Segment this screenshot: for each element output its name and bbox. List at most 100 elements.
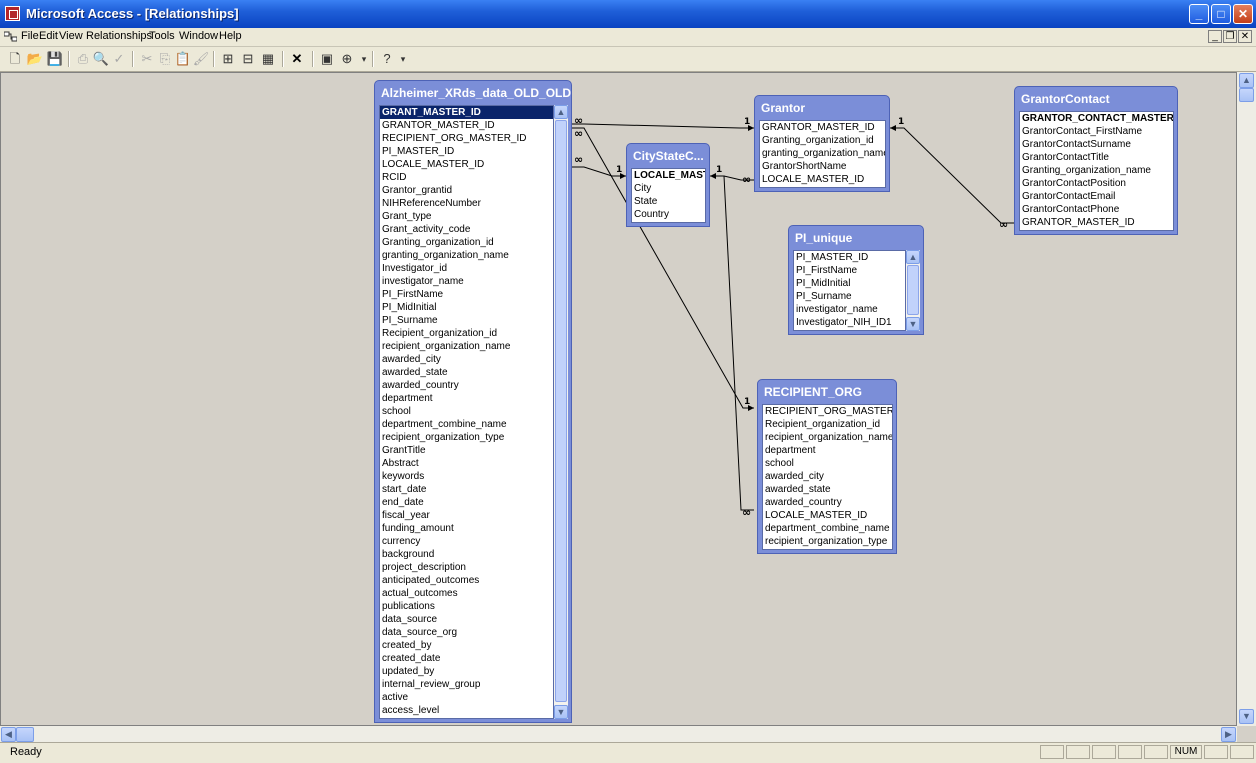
field-item[interactable]: created_date bbox=[382, 653, 441, 664]
field-item[interactable]: school bbox=[382, 406, 411, 417]
field-item[interactable]: GRANTOR_MASTER_ID bbox=[382, 120, 495, 131]
field-item[interactable]: RECIPIENT_ORG_MASTER_ID bbox=[382, 133, 527, 144]
field-list[interactable]: RECIPIENT_ORG_MASTER_ID Recipient_organiz… bbox=[762, 404, 893, 550]
table-scrollbar[interactable]: ▲ ▼ bbox=[554, 105, 568, 719]
field-item[interactable]: Recipient_organization_id bbox=[765, 419, 881, 430]
copy-icon[interactable]: ⎘ bbox=[159, 51, 171, 66]
field-item[interactable]: actual_outcomes bbox=[382, 588, 458, 599]
spelling-icon[interactable]: ✓ bbox=[113, 51, 125, 66]
field-item[interactable]: investigator_name bbox=[382, 276, 464, 287]
scroll-down-icon[interactable]: ▼ bbox=[554, 705, 568, 719]
field-item[interactable]: background bbox=[382, 549, 435, 560]
field-item[interactable]: granting_organization_name bbox=[762, 148, 886, 159]
field-item[interactable]: PI_Surname bbox=[382, 315, 438, 326]
field-item[interactable]: GrantorContactPosition bbox=[1022, 178, 1126, 189]
field-item[interactable]: LOCALE_MASTER_ID bbox=[765, 510, 868, 521]
print-icon[interactable]: ⎙ bbox=[77, 51, 89, 66]
field-item[interactable]: school bbox=[765, 458, 794, 469]
print-preview-icon[interactable]: 🔍 bbox=[92, 51, 110, 66]
field-item[interactable]: GrantorContactEmail bbox=[1022, 191, 1116, 202]
format-painter-icon[interactable]: 🖌 bbox=[192, 51, 210, 66]
table-title[interactable]: GrantorContact bbox=[1021, 92, 1110, 106]
scroll-thumb[interactable] bbox=[555, 120, 567, 702]
close-button[interactable]: ✕ bbox=[1233, 4, 1253, 24]
field-item[interactable]: department bbox=[382, 393, 433, 404]
scroll-down-icon[interactable]: ▼ bbox=[906, 317, 920, 331]
scroll-up-icon[interactable]: ▲ bbox=[906, 250, 920, 264]
delete-icon[interactable]: ✕ bbox=[291, 51, 303, 66]
relation-line-grant-locale[interactable] bbox=[572, 166, 626, 177]
scroll-thumb[interactable] bbox=[1239, 88, 1254, 102]
field-item[interactable]: Investigator_NIH_ID1 bbox=[796, 317, 892, 328]
field-item[interactable]: awarded_country bbox=[382, 380, 459, 391]
menu-tools[interactable]: Tools bbox=[149, 30, 175, 42]
field-item[interactable]: access_level bbox=[382, 705, 440, 716]
table-title[interactable]: CityStateC... bbox=[633, 149, 704, 163]
field-item[interactable]: Recipient_organization_id bbox=[382, 328, 498, 339]
maximize-button[interactable]: □ bbox=[1211, 4, 1231, 24]
table-title[interactable]: Alzheimer_XRds_data_OLD_OLD bbox=[381, 86, 571, 100]
field-item[interactable]: Abstract bbox=[382, 458, 419, 469]
field-item[interactable]: Grant_activity_code bbox=[382, 224, 471, 235]
canvas-vertical-scrollbar[interactable]: ▲ ▼ bbox=[1237, 72, 1256, 726]
field-item[interactable]: GRANT_MASTER_ID bbox=[380, 106, 553, 119]
table-scrollbar[interactable]: ▲ ▼ bbox=[906, 250, 920, 331]
scroll-up-icon[interactable]: ▲ bbox=[554, 105, 568, 119]
field-item[interactable]: RECIPIENT_ORG_MASTER_ID bbox=[765, 406, 893, 417]
table-recipient-org[interactable]: RECIPIENT_ORG RECIPIENT_ORG_MASTER_ID Rec… bbox=[757, 379, 897, 554]
field-item[interactable]: project_description bbox=[382, 562, 466, 573]
field-item[interactable]: Grant_type bbox=[382, 211, 432, 222]
field-item[interactable]: LOCALE_MASTER_ID bbox=[382, 159, 485, 170]
help-icon[interactable]: ? bbox=[383, 51, 391, 66]
field-item[interactable]: anticipated_outcomes bbox=[382, 575, 480, 586]
field-item[interactable]: end_date bbox=[382, 497, 424, 508]
field-item[interactable]: GrantorContact_FirstName bbox=[1022, 126, 1143, 137]
field-item[interactable]: granting_organization_name bbox=[382, 250, 509, 261]
scroll-up-icon[interactable]: ▲ bbox=[1239, 73, 1254, 88]
field-item[interactable]: RCID bbox=[382, 172, 407, 183]
new-icon[interactable]: 🗋 bbox=[9, 51, 21, 66]
field-item[interactable]: Country bbox=[634, 209, 670, 220]
menu-relationships[interactable]: Relationships bbox=[86, 30, 153, 42]
toolbar-options-icon[interactable]: ▾ bbox=[400, 54, 406, 64]
table-alzheimer-xrds[interactable]: Alzheimer_XRds_data_OLD_OLD GRANT_MASTER… bbox=[374, 80, 572, 723]
save-icon[interactable]: 💾 bbox=[46, 51, 64, 66]
relation-line-contact-grantor[interactable] bbox=[890, 127, 1014, 224]
menu-help[interactable]: Help bbox=[219, 30, 242, 42]
field-item[interactable]: Grantor_grantid bbox=[382, 185, 453, 196]
scroll-thumb[interactable] bbox=[16, 727, 34, 742]
field-item[interactable]: start_date bbox=[382, 484, 427, 495]
field-item[interactable]: GrantorContactTitle bbox=[1022, 152, 1109, 163]
database-window-icon[interactable]: ▣ bbox=[320, 51, 334, 66]
field-item[interactable]: updated_by bbox=[382, 666, 435, 677]
relationships-doc-icon[interactable] bbox=[4, 31, 17, 42]
field-item[interactable]: department bbox=[765, 445, 816, 456]
field-item[interactable]: department_combine_name bbox=[765, 523, 890, 534]
field-item[interactable]: LOCALE_MASTER_ID bbox=[762, 174, 865, 185]
field-item[interactable]: NIHReferenceNumber bbox=[382, 198, 481, 209]
field-item[interactable]: publications bbox=[382, 601, 435, 612]
field-item[interactable]: City bbox=[634, 183, 652, 194]
field-item[interactable]: GrantorContactPhone bbox=[1022, 204, 1120, 215]
open-folder-icon[interactable]: 📂 bbox=[26, 51, 44, 66]
field-item[interactable]: fiscal_year bbox=[382, 510, 430, 521]
scroll-thumb[interactable] bbox=[907, 265, 919, 315]
mdi-close-button[interactable]: ✕ bbox=[1238, 30, 1252, 43]
menu-edit[interactable]: Edit bbox=[39, 30, 58, 42]
field-item[interactable]: PI_FirstName bbox=[796, 265, 858, 276]
field-item[interactable]: PI_FirstName bbox=[382, 289, 444, 300]
field-item[interactable]: awarded_city bbox=[765, 471, 824, 482]
field-item[interactable]: created_by bbox=[382, 640, 432, 651]
field-item[interactable]: PI_MASTER_ID bbox=[382, 146, 455, 157]
mdi-restore-button[interactable]: ❐ bbox=[1223, 30, 1237, 43]
field-item[interactable]: GRANTOR_MASTER_ID bbox=[762, 122, 875, 133]
new-object-dropdown-icon[interactable]: ▾ bbox=[361, 54, 367, 64]
field-item[interactable]: PI_MidInitial bbox=[796, 278, 851, 289]
field-item[interactable]: PI_MidInitial bbox=[382, 302, 437, 313]
table-title[interactable]: RECIPIENT_ORG bbox=[764, 385, 863, 399]
field-item[interactable]: awarded_country bbox=[765, 497, 842, 508]
